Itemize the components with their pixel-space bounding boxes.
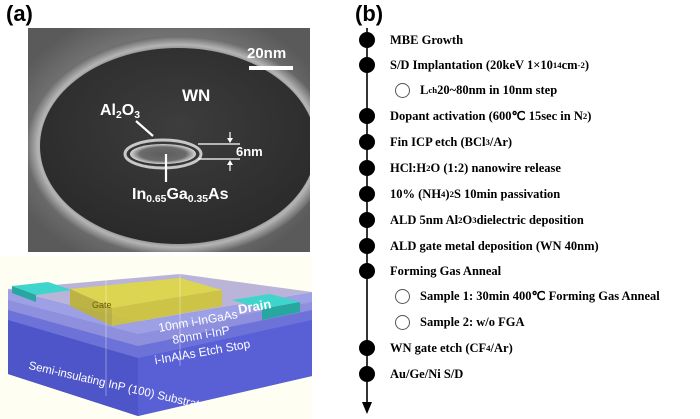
gate-front bbox=[70, 289, 112, 326]
sem-image bbox=[28, 28, 310, 252]
al2o3-pointer bbox=[135, 120, 154, 137]
step-dot bbox=[359, 263, 375, 279]
step-dot bbox=[359, 186, 375, 202]
step-dot bbox=[359, 57, 375, 73]
substep-ring bbox=[395, 288, 410, 304]
substep-ring bbox=[395, 314, 410, 330]
scale-bar bbox=[249, 66, 293, 70]
channel-label: In0.65Ga0.35As bbox=[132, 186, 229, 205]
step-dot bbox=[359, 160, 375, 176]
step-mbe-growth: MBE Growth bbox=[356, 29, 463, 51]
step-dot bbox=[359, 366, 375, 382]
drain-pad-top bbox=[232, 294, 300, 309]
nanowire-channel bbox=[130, 144, 196, 164]
device-3d-drawing bbox=[8, 268, 312, 416]
step-forming-gas-anneal: Forming Gas Anneal bbox=[356, 260, 501, 282]
wn-label: WN bbox=[182, 86, 211, 105]
panel-label-b: (b) bbox=[355, 1, 384, 26]
gate-side bbox=[112, 290, 222, 326]
step-dot bbox=[359, 32, 375, 48]
device-schematic: Gate Drain 10nm i-InGaAs 80nm i-InP i-In… bbox=[0, 256, 312, 419]
thickness-label: 6nm bbox=[236, 144, 263, 159]
ingaas-layer bbox=[8, 289, 312, 334]
step-dot bbox=[359, 340, 375, 356]
step-sd-contacts: Au/Ge/Ni S/D bbox=[356, 363, 463, 385]
step-dot bbox=[359, 212, 375, 228]
substep-sample-1: Sample 1: 30min 400℃ Forming Gas Anneal bbox=[356, 285, 660, 307]
al2o3-label: Al2O3 bbox=[100, 102, 141, 121]
step-dot bbox=[359, 108, 375, 124]
substep-ring bbox=[395, 82, 410, 98]
source-pad-top bbox=[12, 282, 72, 295]
substrate-front bbox=[8, 318, 138, 416]
substep-sample-2: Sample 2: w/o FGA bbox=[356, 311, 525, 333]
step-dot bbox=[359, 134, 375, 150]
scale-bar-label: 20nm bbox=[247, 45, 287, 62]
gate-top bbox=[70, 278, 222, 308]
source-pad-side bbox=[12, 286, 36, 302]
flow-arrowhead bbox=[362, 402, 372, 414]
inp-layer bbox=[8, 298, 312, 346]
gate-label: Gate bbox=[92, 300, 112, 310]
substrate-side bbox=[138, 318, 312, 416]
thickness-arrowhead-top bbox=[227, 138, 233, 143]
drain-pad-side bbox=[262, 302, 300, 320]
sem-micrograph: 20nm WN Al2O3 6nm In0.65Ga0.35As bbox=[28, 28, 310, 252]
step-ald-gate-metal: ALD gate metal deposition (WN 40nm) bbox=[356, 235, 599, 257]
step-dot bbox=[359, 238, 375, 254]
panel-label-a: (a) bbox=[6, 1, 33, 26]
thickness-arrowhead-bottom bbox=[227, 160, 233, 165]
al2o3-shell bbox=[123, 138, 203, 170]
etchstop-layer bbox=[8, 308, 312, 358]
